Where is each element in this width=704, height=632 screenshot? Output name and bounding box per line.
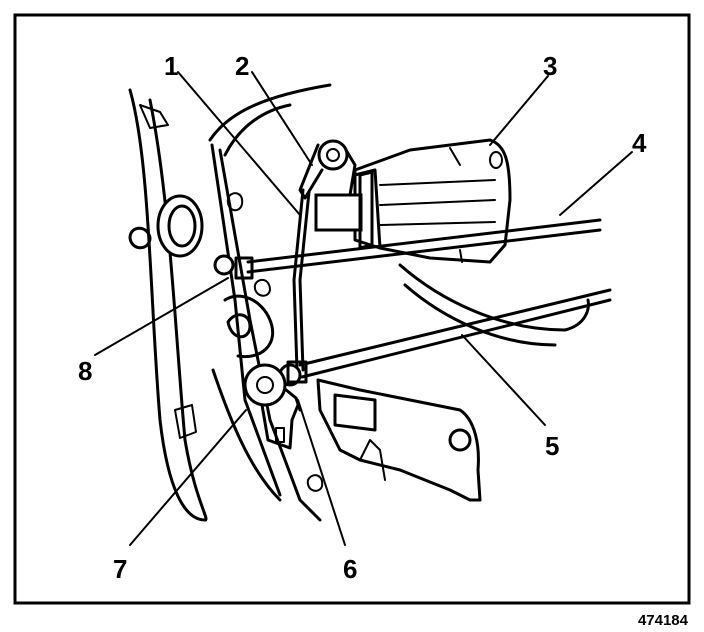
door-panel-edge [128, 88, 282, 522]
panel-boss [128, 194, 204, 258]
door-end-panel [174, 83, 332, 522]
callout-4: 4 [632, 128, 647, 158]
callout-2: 2 [235, 51, 249, 81]
callout-6: 6 [343, 554, 357, 584]
latch-lever [243, 363, 300, 450]
callout-3: 3 [543, 51, 557, 81]
callout-1: 1 [164, 51, 178, 81]
figure-number: 474184 [638, 612, 689, 629]
cable-bracket-plate [316, 378, 482, 502]
latch-module [314, 138, 512, 264]
vertical-rod [292, 188, 311, 372]
callout-7: 7 [113, 554, 127, 584]
door-skin-curve [398, 263, 590, 347]
callout-5: 5 [545, 431, 559, 461]
lower-cable [286, 288, 612, 384]
upper-cable [213, 218, 602, 280]
leader-lines [94, 71, 633, 546]
upper-link-clip [298, 139, 357, 200]
callout-8: 8 [78, 356, 92, 386]
